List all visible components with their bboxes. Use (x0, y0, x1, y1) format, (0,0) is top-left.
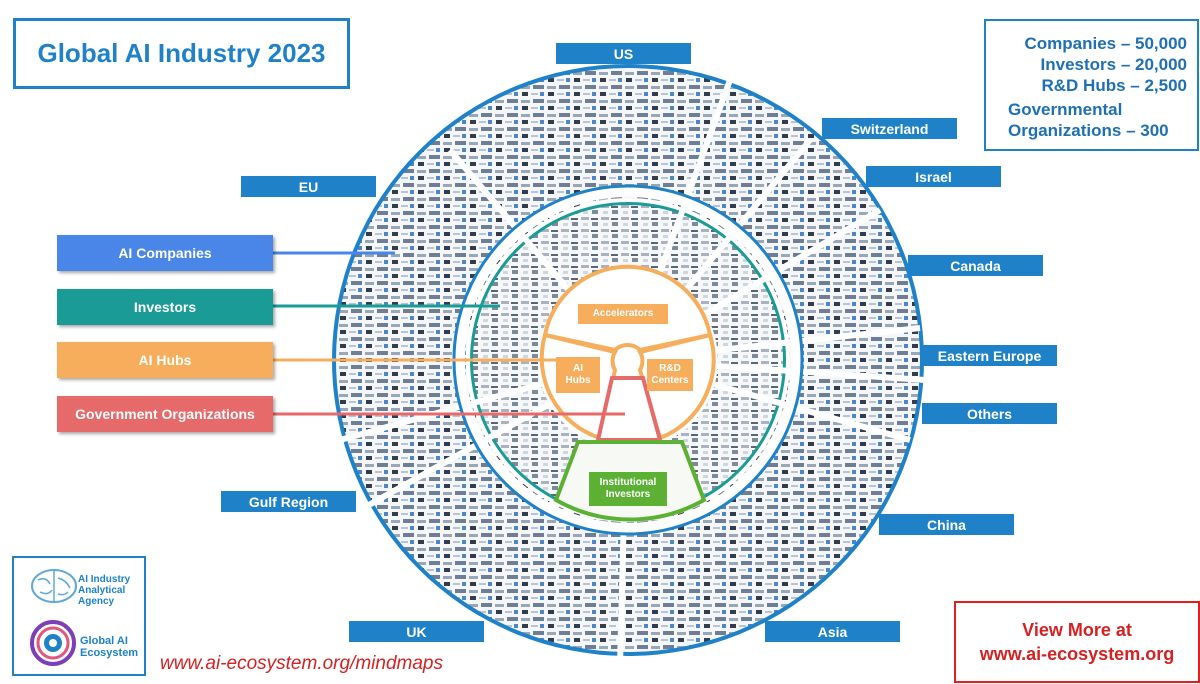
stat-companies: Companies – 50,000 (1024, 34, 1187, 53)
stats-box: Companies – 50,000 Investors – 20,000 R&… (984, 19, 1199, 151)
view-more-line2: www.ai-ecosystem.org (979, 644, 1175, 664)
region-label-gulf: Gulf Region (221, 491, 356, 512)
view-more-line1: View More at (1022, 620, 1132, 640)
stat-gov-line1: Governmental (1008, 100, 1123, 119)
region-label-switzerland: Switzerland (822, 118, 957, 139)
inner-label-institutional-line2: Investors (605, 489, 651, 500)
region-label-israel: Israel (866, 166, 1001, 187)
inner-label-rd-line1: R&D (659, 363, 681, 374)
region-label-asia: Asia (765, 621, 900, 642)
region-label-uk: UK (349, 621, 484, 642)
region-label-us: US (556, 43, 691, 64)
stat-gov-line2: Organizations – 300 (1008, 121, 1169, 140)
ecosystem-name: Global AI Ecosystem (80, 635, 138, 659)
page-title: Global AI Industry 2023 (13, 18, 350, 89)
region-label-eastern-europe: Eastern Europe (922, 345, 1057, 366)
view-more-box[interactable]: View More at www.ai-ecosystem.org (954, 601, 1200, 683)
inner-label-ai-hubs-line2: Hubs (565, 375, 591, 386)
mindmaps-link[interactable]: www.ai-ecosystem.org/mindmaps (160, 653, 443, 674)
globe-icon (30, 620, 76, 666)
region-label-eu: EU (241, 176, 376, 197)
stat-investors: Investors – 20,000 (1040, 55, 1187, 74)
agency-name: AI Industry Analytical Agency (78, 574, 130, 607)
region-label-others: Others (922, 403, 1057, 424)
inner-label-rd-centers: R&D Centers (647, 359, 693, 391)
region-label-china: China (879, 514, 1014, 535)
stat-rd-hubs: R&D Hubs – 2,500 (1041, 76, 1188, 95)
agency-line1: AI Industry (78, 574, 131, 585)
eco-line2: Ecosystem (80, 647, 139, 659)
brain-icon (31, 569, 77, 603)
region-label-canada: Canada (908, 255, 1043, 276)
inner-label-institutional-line1: Institutional (599, 477, 657, 488)
inner-label-accelerators: Accelerators (578, 304, 668, 324)
legend-ai-hubs: AI Hubs (57, 342, 273, 378)
legend-investors: Investors (57, 289, 273, 325)
logo-box: AI Industry Analytical Agency Global AI … (12, 556, 146, 676)
eco-line1: Global AI (80, 635, 128, 647)
inner-label-institutional: Institutional Investors (589, 472, 667, 506)
agency-line2: Analytical (78, 585, 126, 596)
legend-government: Government Organizations (57, 396, 273, 432)
inner-label-rd-line2: Centers (651, 375, 689, 386)
inner-label-ai-hubs: AI Hubs (556, 357, 600, 393)
inner-label-ai-hubs-line1: AI (573, 363, 583, 374)
legend-ai-companies: AI Companies (57, 235, 273, 271)
agency-line3: Agency (78, 596, 115, 607)
